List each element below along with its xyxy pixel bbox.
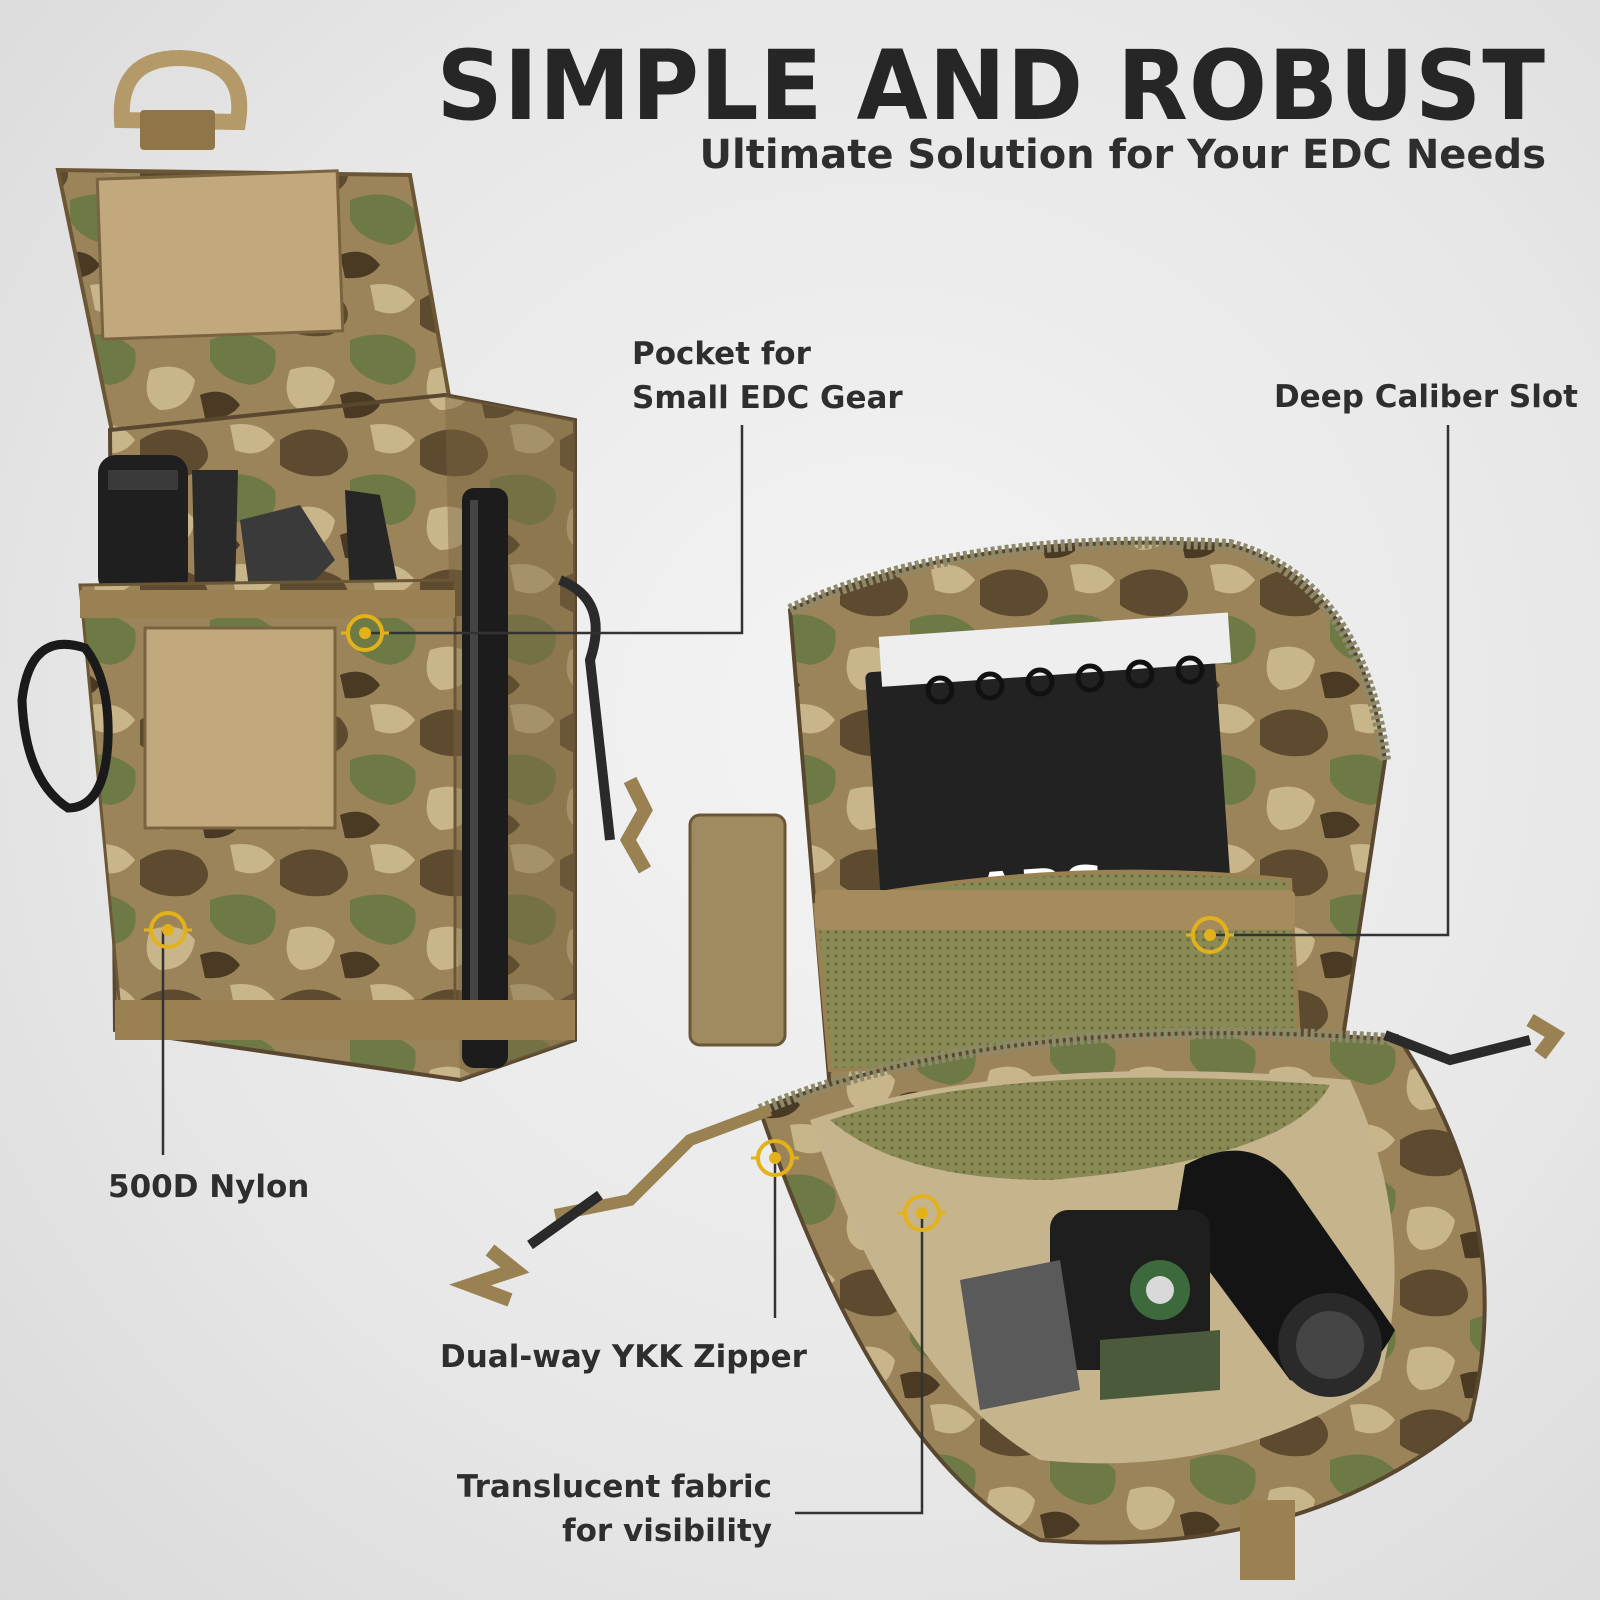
callout-pocket: Pocket for Small EDC Gear bbox=[632, 332, 903, 420]
pen-icon bbox=[462, 488, 508, 1068]
callout-fabric-line2: for visibility bbox=[562, 1513, 772, 1549]
callout-caliber-text: Deep Caliber Slot bbox=[1273, 379, 1578, 415]
leader-pocket bbox=[365, 425, 744, 635]
right-pouch: ABS bbox=[449, 536, 1566, 1580]
target-marker-icon bbox=[144, 911, 192, 949]
callout-fabric-line1: Translucent fabric bbox=[456, 1469, 772, 1505]
leader-fabric bbox=[795, 1213, 924, 1515]
flashlight-icon bbox=[98, 455, 188, 595]
callout-nylon-text: 500D Nylon bbox=[108, 1169, 310, 1205]
callout-zipper-text: Dual-way YKK Zipper bbox=[440, 1339, 807, 1375]
carabiner-icon bbox=[17, 639, 113, 813]
left-pouch bbox=[17, 49, 653, 1083]
leader-lines bbox=[161, 425, 1450, 1515]
target-marker-icon bbox=[751, 1139, 799, 1177]
callout-pocket-line1: Pocket for bbox=[632, 336, 811, 372]
headline-title: SIMPLE AND ROBUST bbox=[436, 30, 1546, 143]
callout-zipper: Dual-way YKK Zipper bbox=[440, 1335, 807, 1379]
leader-caliber bbox=[1210, 425, 1450, 937]
callout-fabric: Translucent fabric for visibility bbox=[457, 1465, 772, 1553]
target-marker-icon bbox=[898, 1194, 946, 1232]
target-marker-icon bbox=[341, 614, 389, 652]
callout-nylon: 500D Nylon bbox=[108, 1165, 309, 1209]
d-ring-icon bbox=[113, 49, 248, 150]
multitool-icon bbox=[192, 470, 400, 595]
target-marker-icon bbox=[1186, 916, 1234, 954]
callout-caliber: Deep Caliber Slot bbox=[1274, 375, 1578, 419]
flashlight-icon bbox=[1175, 1150, 1395, 1397]
headline-subtitle: Ultimate Solution for Your EDC Needs bbox=[699, 132, 1546, 178]
callout-pocket-line2: Small EDC Gear bbox=[632, 380, 903, 416]
compass-icon bbox=[1050, 1210, 1210, 1370]
